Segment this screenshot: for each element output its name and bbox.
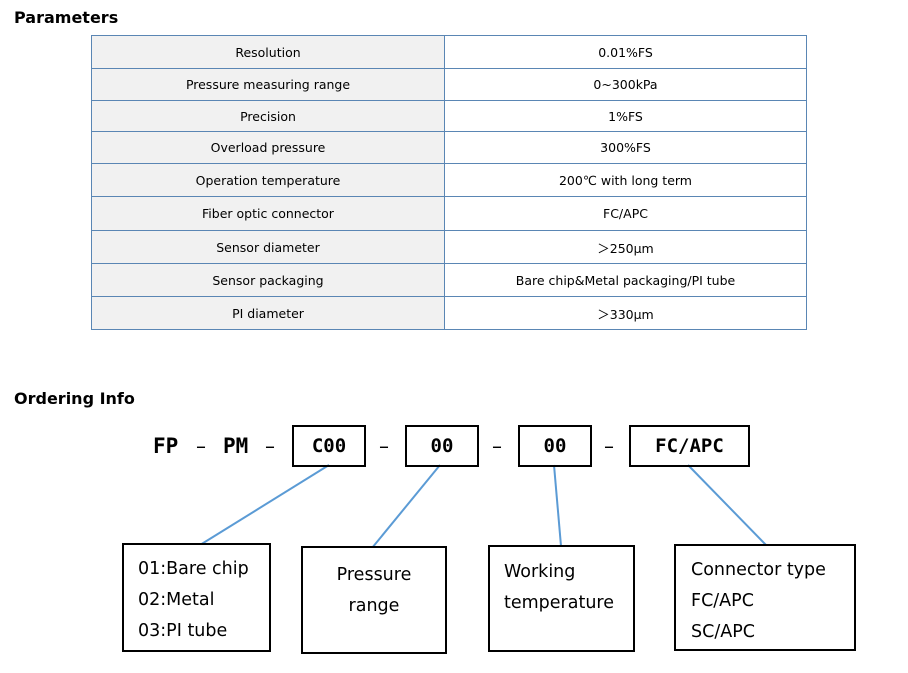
param-value: ＞330μm <box>444 296 807 330</box>
code-box-temperature: 00 <box>518 425 592 467</box>
code-dash: – <box>196 434 206 458</box>
param-value: 0~300kPa <box>444 68 807 101</box>
connector-line <box>199 464 330 546</box>
temperature-label: Working <box>504 562 576 582</box>
parameters-title: Parameters <box>14 8 119 27</box>
table-row: Fiber optic connector FC/APC <box>91 196 807 231</box>
connector-line <box>687 464 767 546</box>
table-row: PI diameter ＞330μm <box>91 296 807 330</box>
code-prefix-pm: PM <box>223 434 249 458</box>
range-description-box: Pressure range <box>301 546 447 654</box>
table-row: Pressure measuring range 0~300kPa <box>91 68 807 101</box>
packaging-option: 03:PI tube <box>138 621 228 641</box>
table-row: Sensor diameter ＞250μm <box>91 230 807 264</box>
ordering-title: Ordering Info <box>14 389 135 408</box>
packaging-option: 01:Bare chip <box>138 559 249 579</box>
code-box-packaging: C00 <box>292 425 366 467</box>
packaging-option: 02:Metal <box>138 590 215 610</box>
range-label: range <box>348 596 400 616</box>
connector-type-label: Connector type <box>691 560 826 580</box>
code-dash: – <box>379 434 389 458</box>
table-row: Resolution 0.01%FS <box>91 35 807 69</box>
temperature-description-box: Working temperature <box>488 545 635 652</box>
table-row: Sensor packaging Bare chip&Metal packagi… <box>91 263 807 297</box>
param-label: Fiber optic connector <box>91 196 445 231</box>
temperature-label: temperature <box>504 593 614 613</box>
param-label: Precision <box>91 100 445 132</box>
param-label: Operation temperature <box>91 163 445 197</box>
param-label: Sensor diameter <box>91 230 445 264</box>
connector-line <box>371 464 441 549</box>
range-label: Pressure <box>336 565 412 585</box>
connector-option: SC/APC <box>691 622 755 642</box>
code-dash: – <box>265 434 275 458</box>
param-value: 0.01%FS <box>444 35 807 69</box>
param-value: 300%FS <box>444 131 807 164</box>
param-value: 200℃ with long term <box>444 163 807 197</box>
packaging-description-box: 01:Bare chip 02:Metal 03:PI tube <box>122 543 271 652</box>
param-label: PI diameter <box>91 296 445 330</box>
connector-description-box: Connector type FC/APC SC/APC <box>674 544 856 651</box>
connector-option: FC/APC <box>691 591 754 611</box>
param-label: Pressure measuring range <box>91 68 445 101</box>
code-dash: – <box>492 434 502 458</box>
code-dash: – <box>604 434 614 458</box>
param-label: Overload pressure <box>91 131 445 164</box>
connector-line <box>553 464 562 547</box>
table-row: Overload pressure 300%FS <box>91 131 807 164</box>
param-value: Bare chip&Metal packaging/PI tube <box>444 263 807 297</box>
code-prefix-fp: FP <box>153 434 179 458</box>
code-box-connector: FC/APC <box>629 425 750 467</box>
parameters-table: Resolution 0.01%FS Pressure measuring ra… <box>91 35 807 330</box>
table-row: Operation temperature 200℃ with long ter… <box>91 163 807 197</box>
code-box-range: 00 <box>405 425 479 467</box>
